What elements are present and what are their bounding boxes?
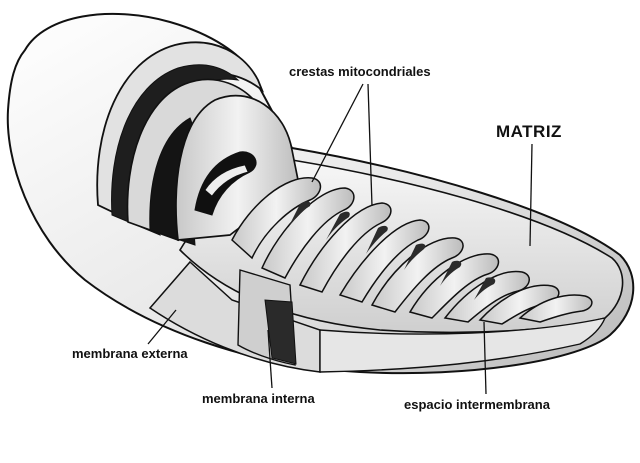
leader-membrana-interna [267, 329, 273, 389]
crista-1 [231, 177, 322, 260]
label-membrana-interna: membrana interna [202, 391, 315, 406]
intermembrane-gaps [288, 201, 496, 300]
crista-9 [518, 294, 593, 323]
intermembrane-dark-strip [264, 299, 297, 365]
label-membrana-externa: membrana externa [72, 346, 188, 361]
front-right-cut-face [319, 317, 607, 373]
label-espacio-intermembrana: espacio intermembrana [404, 397, 551, 412]
label-crestas-mitocondriales: crestas mitocondriales [289, 64, 431, 79]
cristae-folds [231, 177, 593, 325]
crista-6 [408, 253, 500, 319]
crista-8 [478, 284, 560, 325]
leader-membrana-externa [147, 309, 177, 345]
crista-4 [338, 219, 430, 303]
crista-front-slot-fold [204, 164, 249, 197]
leader-crestas-1 [311, 83, 364, 183]
crista-7 [443, 270, 530, 323]
crista-5 [370, 237, 464, 313]
label-matriz: MATRIZ [496, 122, 562, 141]
leader-lines [147, 83, 533, 395]
leader-espacio-intermembrana [483, 321, 487, 395]
crista-3 [298, 202, 392, 293]
leader-crestas-2 [367, 83, 373, 207]
leader-matriz [529, 143, 533, 247]
